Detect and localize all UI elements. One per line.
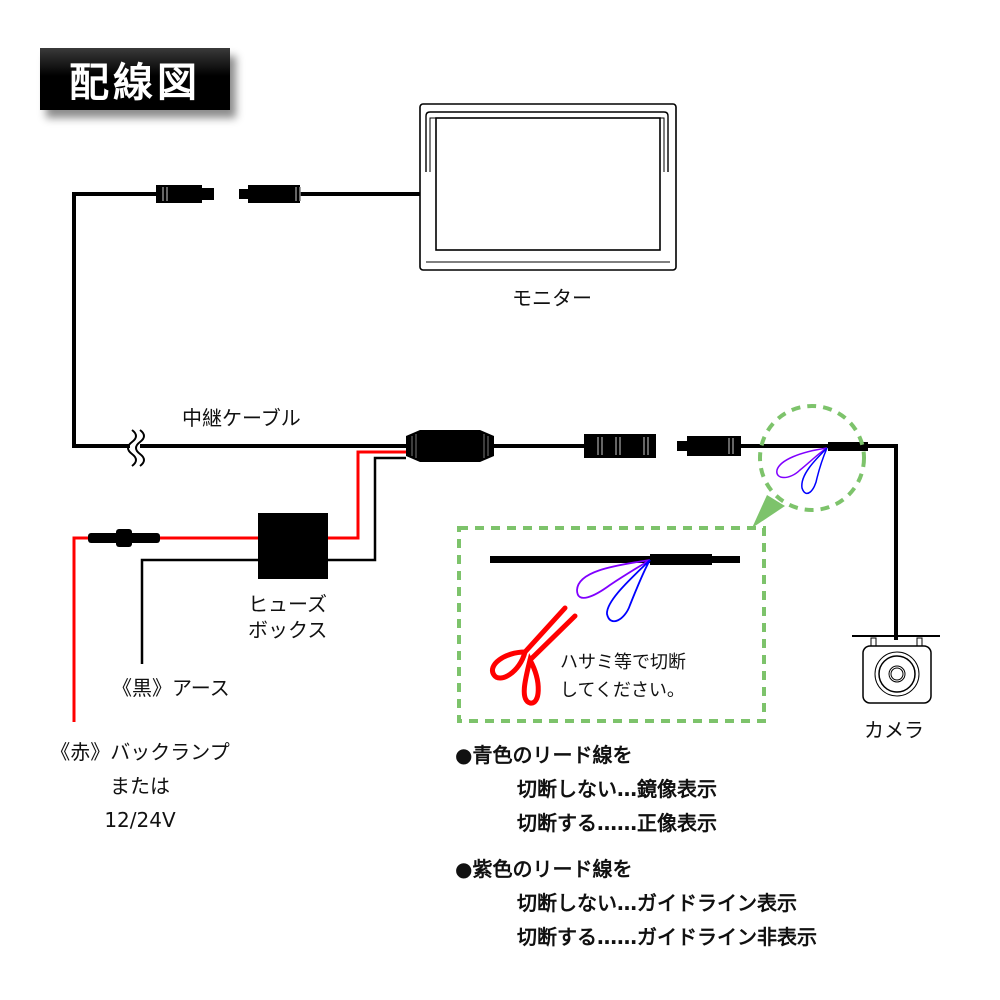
inline-fuse-icon — [88, 529, 160, 547]
relay-cable-label: 中継ケーブル — [182, 406, 301, 430]
fuse-box-label-line1: ヒューズ — [248, 592, 327, 616]
power-wire — [72, 450, 406, 722]
note-item: 切断する……ガイドライン非表示 — [517, 925, 817, 949]
power-label-line2: または — [110, 774, 170, 798]
monitor-icon — [419, 103, 677, 271]
power-label-line3: 12/24V — [104, 808, 176, 832]
callout-pointer — [752, 495, 785, 528]
note-heading-blue: ●青色のリード線を — [455, 743, 633, 767]
connector-male — [239, 185, 301, 203]
camera-label: カメラ — [864, 718, 924, 742]
relay-cable — [127, 429, 410, 467]
fuse-box-label-line2: ボックス — [248, 618, 328, 642]
power-label-line1: 《赤》バックランプ — [50, 740, 230, 764]
note-item: 切断する……正像表示 — [517, 811, 717, 835]
splitter-connector — [406, 430, 494, 462]
camera-icon — [852, 635, 940, 704]
camera-cable-end — [740, 444, 898, 640]
fuse-box-icon — [258, 513, 328, 579]
cut-instruction-line1: ハサミ等で切断 — [560, 652, 686, 673]
lead-sleeve — [828, 442, 868, 451]
title-badge: 配線図 — [40, 48, 230, 110]
page-title: 配線図 — [69, 60, 201, 106]
ground-wire — [140, 456, 406, 664]
callout-circle — [758, 404, 866, 512]
connector-triple — [584, 434, 656, 458]
scissors-icon — [490, 605, 578, 706]
connector-camera-side — [677, 436, 741, 456]
monitor-label: モニター — [512, 286, 592, 310]
callout-box — [457, 526, 766, 723]
notes: ●青色のリード線を 切断しない…鏡像表示 切断する……正像表示 ●紫色のリード線… — [455, 738, 817, 954]
ground-label: 《黒》アース — [112, 676, 230, 700]
note-item: 切断しない…鏡像表示 — [517, 777, 717, 801]
note-heading-purple: ●紫色のリード線を — [455, 857, 633, 881]
connector-female — [156, 185, 214, 203]
note-item: 切断しない…ガイドライン表示 — [517, 891, 797, 915]
cut-instruction-line2: してください。 — [560, 680, 685, 701]
monitor-cable — [72, 192, 420, 448]
lead-wires-large — [490, 554, 740, 623]
lead-wires-small — [776, 447, 828, 495]
